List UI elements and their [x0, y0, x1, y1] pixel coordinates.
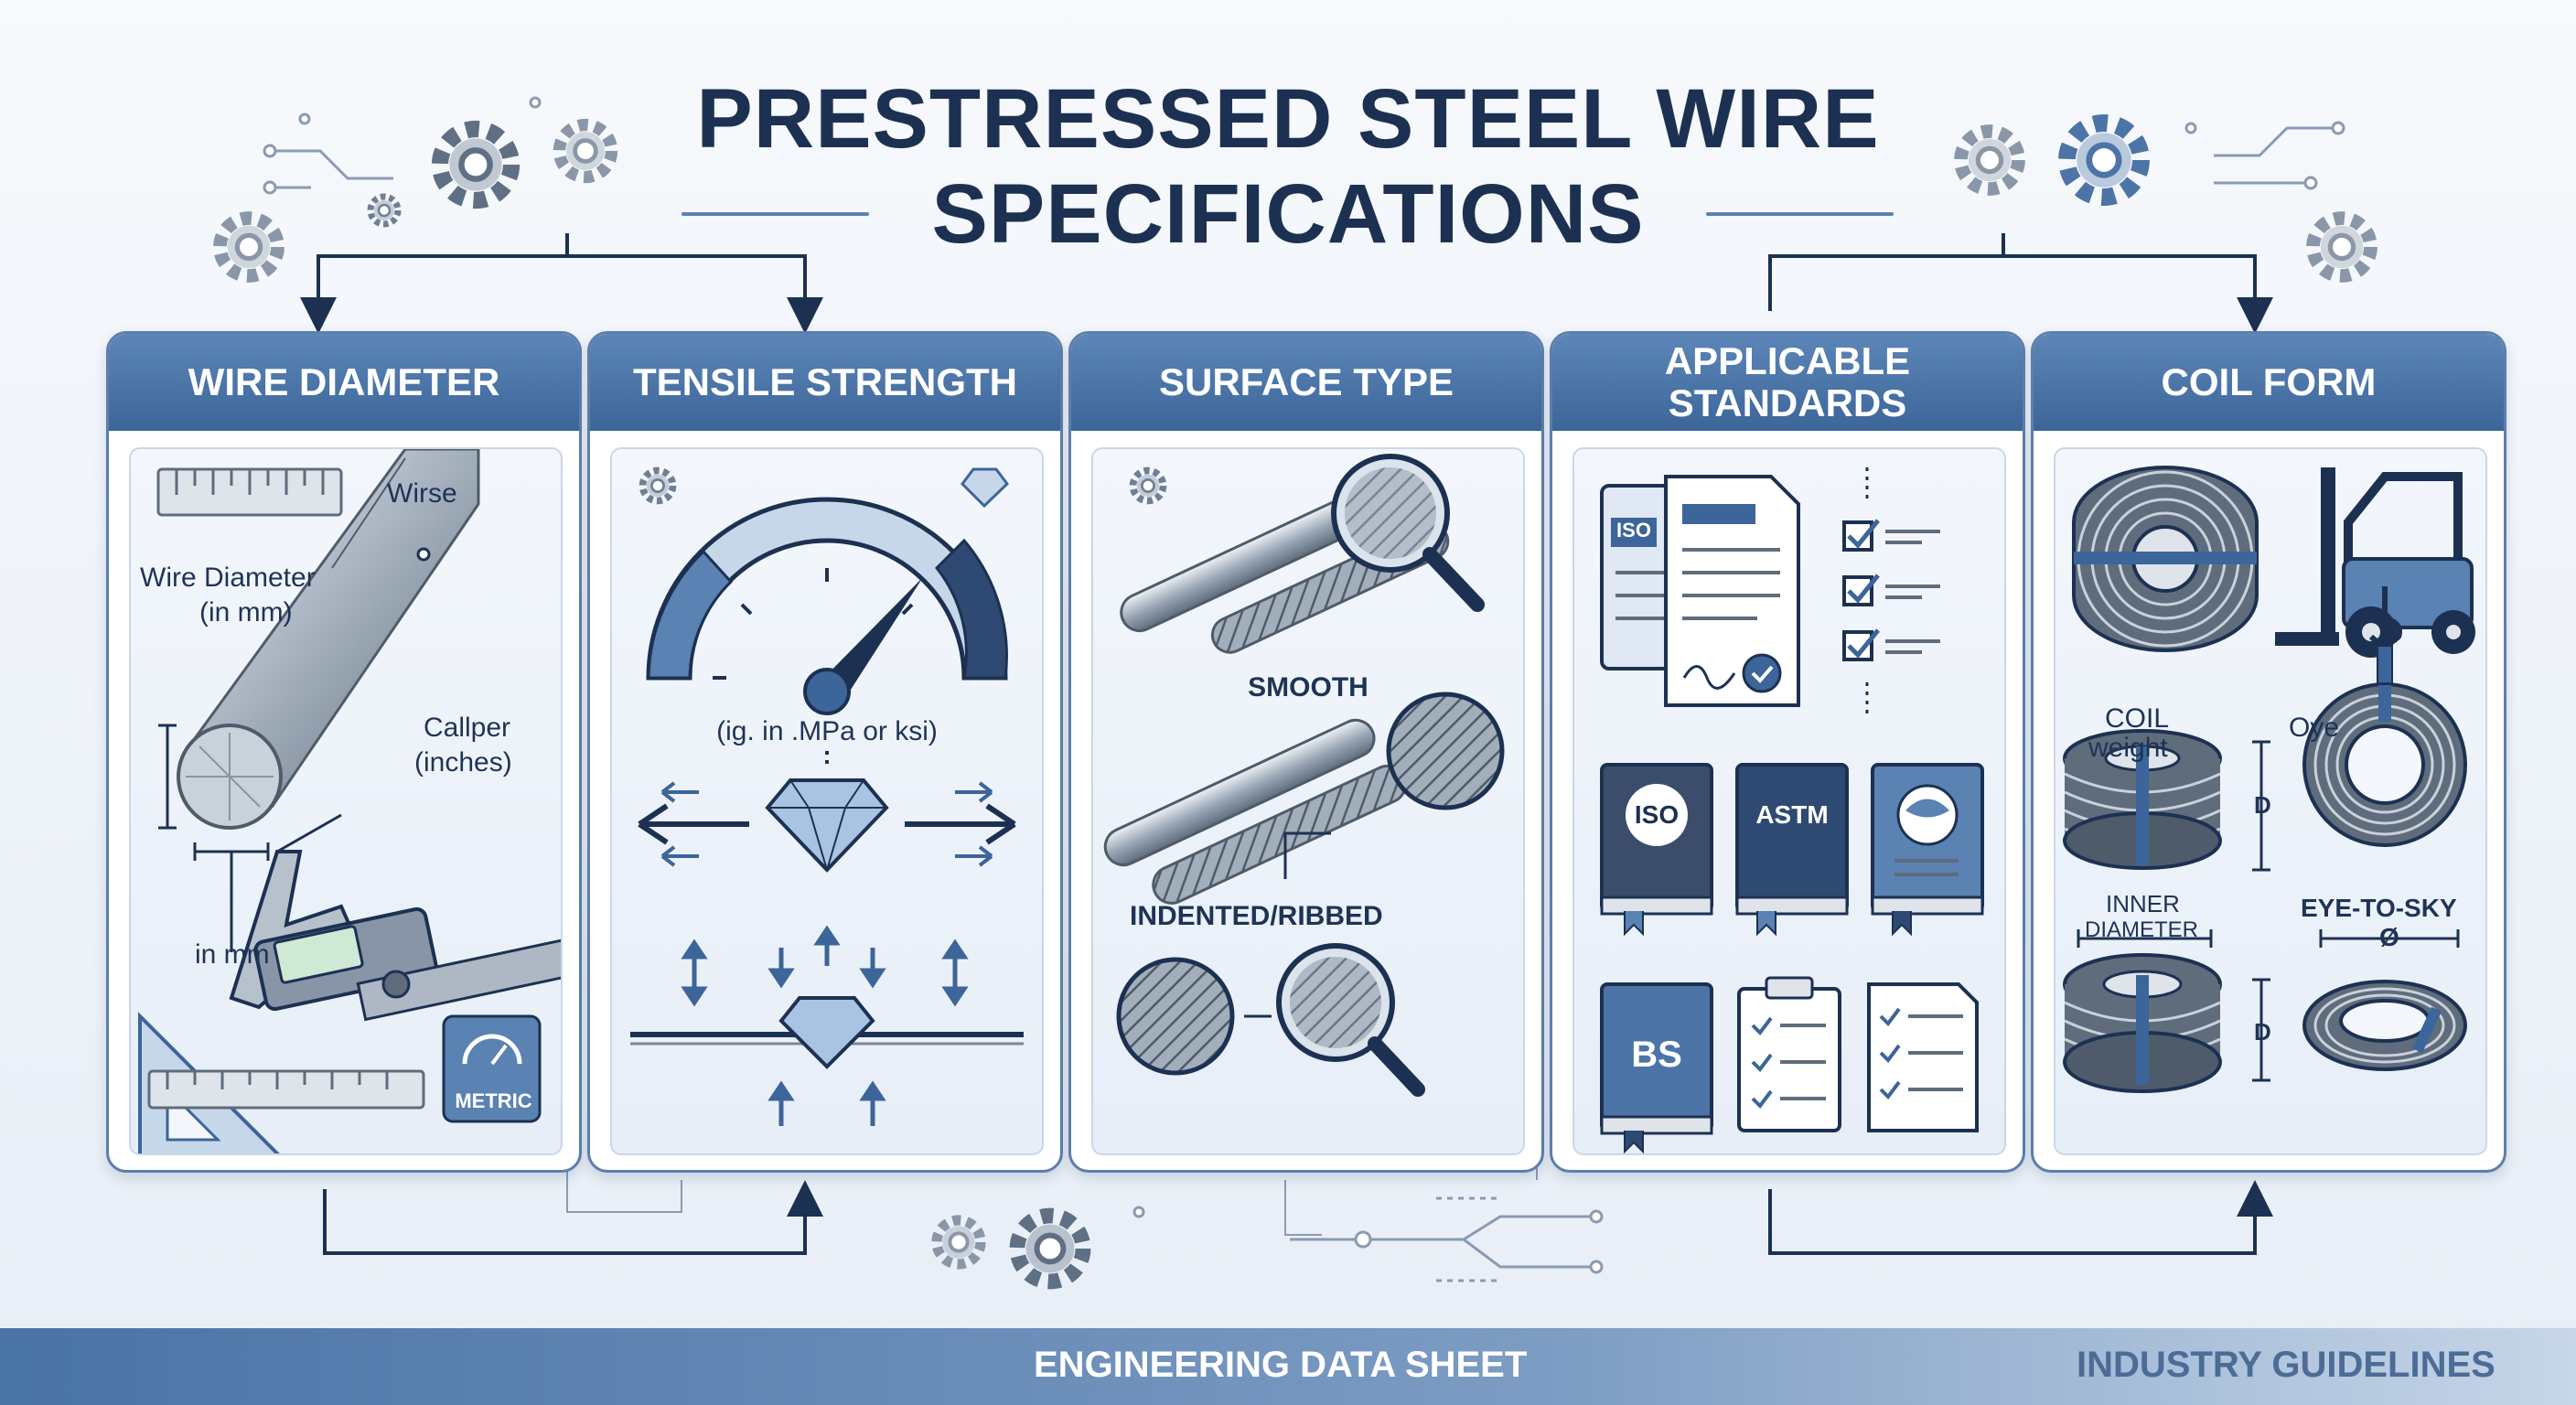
gear-icon	[1017, 1216, 1083, 1282]
flow-connectors-bottom	[323, 1180, 2273, 1255]
gear-icon	[937, 1220, 981, 1264]
label-phi: Ø	[2379, 923, 2399, 951]
book-label-astm: ASTM	[1755, 800, 1829, 829]
title-rule-right	[1706, 212, 1894, 216]
checklist-icon	[1842, 467, 1940, 719]
magnifier-icon	[1276, 943, 1425, 1097]
coil-form-illustration	[2063, 466, 2475, 1093]
book-emblem-icon	[1871, 763, 1984, 937]
heading-line-1: APPLICABLE	[1664, 339, 1911, 382]
tensile-unit-note: (ig. in .MPa or ksi)	[716, 716, 938, 746]
surface-type-illustration	[1103, 454, 1505, 1097]
panel-body: (ig. in .MPa or ksi)	[610, 447, 1044, 1155]
iso-tag: ISO	[1616, 519, 1651, 542]
circuit-lines-left	[263, 96, 542, 195]
book-label-iso: ISO	[1634, 800, 1680, 829]
checklist-document-icon	[1867, 982, 1979, 1132]
panel-heading: SURFACE TYPE	[1071, 334, 1541, 431]
panel-heading: WIRE DIAMETER	[109, 334, 579, 431]
seal-icon	[1742, 653, 1782, 693]
gauge-icon	[646, 497, 1008, 715]
gear-icon	[2313, 219, 2371, 276]
gear-icon	[643, 471, 673, 501]
tensile-strength-illustration	[630, 449, 1024, 1126]
panel-applicable-standards: APPLICABLE STANDARDS	[1550, 331, 2025, 1173]
magnifier-icon	[1331, 454, 1485, 612]
label-inner-diameter: DIAMETER	[2085, 917, 2199, 942]
page-title: PRESTRESSED STEEL WIRE SPECIFICATIONS	[0, 71, 2576, 262]
clipboard-icon	[1737, 976, 1841, 1132]
label-caliper: Callper	[424, 713, 511, 743]
panel-coil-form: COIL FORM	[2031, 331, 2506, 1173]
label-oye: Oye	[2289, 713, 2340, 743]
wire-coil-icon	[2072, 466, 2259, 652]
gear-icon	[560, 125, 612, 177]
metric-badge: METRIC	[455, 1089, 532, 1112]
title-line-2: SPECIFICATIONS	[931, 167, 1645, 261]
ruler-icon	[147, 1069, 425, 1110]
panel-heading: COIL FORM	[2034, 334, 2504, 431]
panel-heading: TENSILE STRENGTH	[590, 334, 1060, 431]
label-coil-weight: weight	[2088, 733, 2168, 763]
label-eye-to-sky: EYE-TO-SKY	[2301, 894, 2457, 922]
footer-right-text: INDUSTRY GUIDELINES	[2077, 1345, 2496, 1385]
label-smooth: SMOOTH	[1248, 672, 1368, 702]
standards-illustration	[1600, 467, 1984, 1153]
book-label-bs: BS	[1631, 1035, 1682, 1075]
gear-icon	[1133, 471, 1164, 501]
wire-coil-icon	[2063, 953, 2222, 1093]
caliper-icon	[229, 850, 561, 1022]
panel-body: Wirse Wire Diameter (in mm) Callper (inc…	[129, 447, 563, 1155]
ribbed-cross-section	[1386, 692, 1505, 810]
gear-icon	[370, 197, 398, 224]
gauge-icon	[462, 1034, 522, 1065]
heading-line-2: STANDARDS	[1668, 381, 1907, 424]
document-icon	[1600, 475, 1800, 707]
label-in-mm: in mm	[195, 939, 270, 970]
diamond-icon	[961, 467, 1009, 509]
panel-body: ISO ISO ASTM BS	[1572, 447, 2006, 1155]
label-d-bottom: D	[2254, 1018, 2271, 1046]
gear-icon	[220, 219, 278, 276]
label-wire-diameter-unit: (in mm)	[199, 597, 293, 627]
forklift-icon	[2275, 467, 2475, 658]
label-indented-ribbed: INDENTED/RIBBED	[1130, 901, 1383, 931]
indented-rod	[1103, 718, 1376, 867]
footer-left-text: ENGINEERING DATA SHEET	[1034, 1345, 1528, 1385]
label-wire-diameter: Wire Diameter	[140, 563, 316, 593]
indented-cross-section	[1116, 957, 1235, 1076]
label-d-top: D	[2254, 791, 2271, 819]
circuit-lines-right	[2184, 121, 2345, 190]
eye-coil-icon	[2302, 586, 2467, 847]
label-caliper-unit: (inches)	[414, 747, 512, 778]
panel-surface-type: SURFACE TYPE	[1068, 331, 1544, 1173]
panel-tensile-strength: TENSILE STRENGTH	[587, 331, 1063, 1173]
wire-diameter-illustration	[138, 449, 561, 1153]
panel-heading: APPLICABLE STANDARDS	[1552, 334, 2023, 431]
label-coil: COIL	[2105, 703, 2170, 734]
footer-bar	[0, 1328, 2576, 1405]
title-rule-left	[682, 212, 869, 216]
label-wirse: Wirse	[387, 478, 457, 509]
panel-body: SMOOTH INDENTED/RIBBED	[1091, 447, 1525, 1155]
panel-body: COIL weight Oye D INNER DIAMETER EYE-TO-…	[2054, 447, 2487, 1155]
label-inner: INNER	[2106, 890, 2180, 917]
gear-icon	[1961, 132, 2019, 189]
diamond-compression-icon	[630, 925, 1024, 1126]
title-line-1: PRESTRESSED STEEL WIRE	[696, 72, 1880, 166]
gear-icon	[440, 129, 511, 200]
gear-icon	[2067, 123, 2141, 198]
book-bs-icon	[1600, 982, 1713, 1153]
wire-coil-icon	[2302, 980, 2467, 1071]
diamond-tension-icon	[638, 778, 1016, 873]
panel-wire-diameter: WIRE DIAMETER	[106, 331, 582, 1173]
wire-coil-icon	[2063, 729, 2222, 870]
flow-connectors-top	[300, 233, 2273, 334]
circuit-lines-bottom	[1132, 1196, 1604, 1282]
book-iso-icon	[1600, 763, 1713, 937]
book-astm-icon	[1735, 763, 1849, 937]
